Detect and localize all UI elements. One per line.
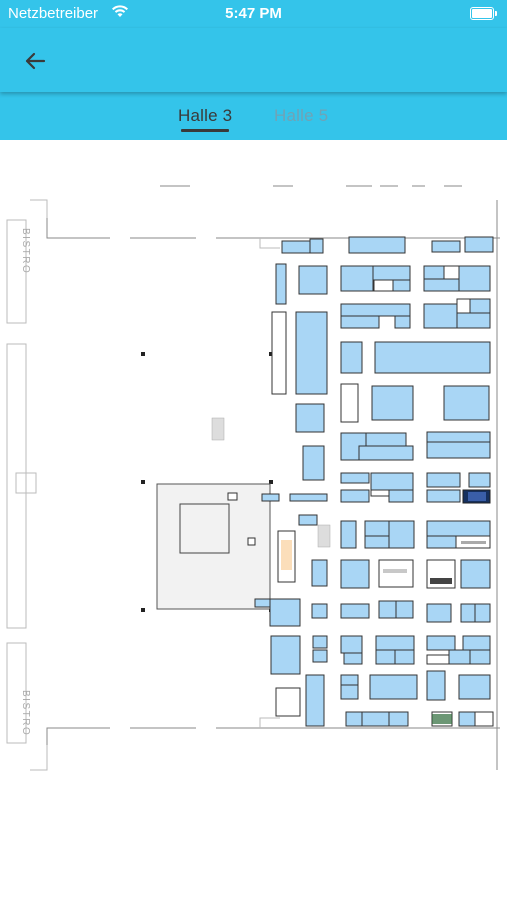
bistro-label-bottom: BISTRO [20, 690, 31, 736]
tab-halle-3[interactable]: Halle 3 [178, 106, 233, 125]
carrier-label: Netzbetreiber [8, 5, 99, 22]
entrance-column [6, 343, 37, 629]
bistro-area-top: BISTRO [6, 219, 31, 324]
clock-label: 5:47 PM [225, 5, 282, 22]
hall-outline [30, 185, 500, 771]
hall-tab-bar: Halle 3 Halle 5 [0, 92, 507, 140]
exhibitor-logo-marks [281, 492, 486, 584]
central-booth-area[interactable] [156, 483, 280, 610]
floor-plan-map[interactable]: BISTRO BISTRO [0, 140, 507, 900]
bistro-area-bottom: BISTRO [6, 642, 31, 744]
pillars [141, 352, 331, 612]
back-button[interactable] [18, 44, 52, 78]
tab-halle-5[interactable]: Halle 5 [274, 106, 329, 125]
arrow-left-icon [25, 52, 46, 70]
wifi-icon [112, 5, 128, 17]
battery-icon [470, 7, 497, 20]
status-bar: Netzbetreiber 5:47 PM [0, 0, 507, 28]
bistro-label-top: BISTRO [20, 228, 31, 274]
hall-floor-plan[interactable]: BISTRO BISTRO [0, 140, 507, 900]
exhibitor-stands[interactable] [269, 236, 494, 727]
app-bar [0, 28, 507, 92]
active-tab-indicator [181, 129, 229, 132]
